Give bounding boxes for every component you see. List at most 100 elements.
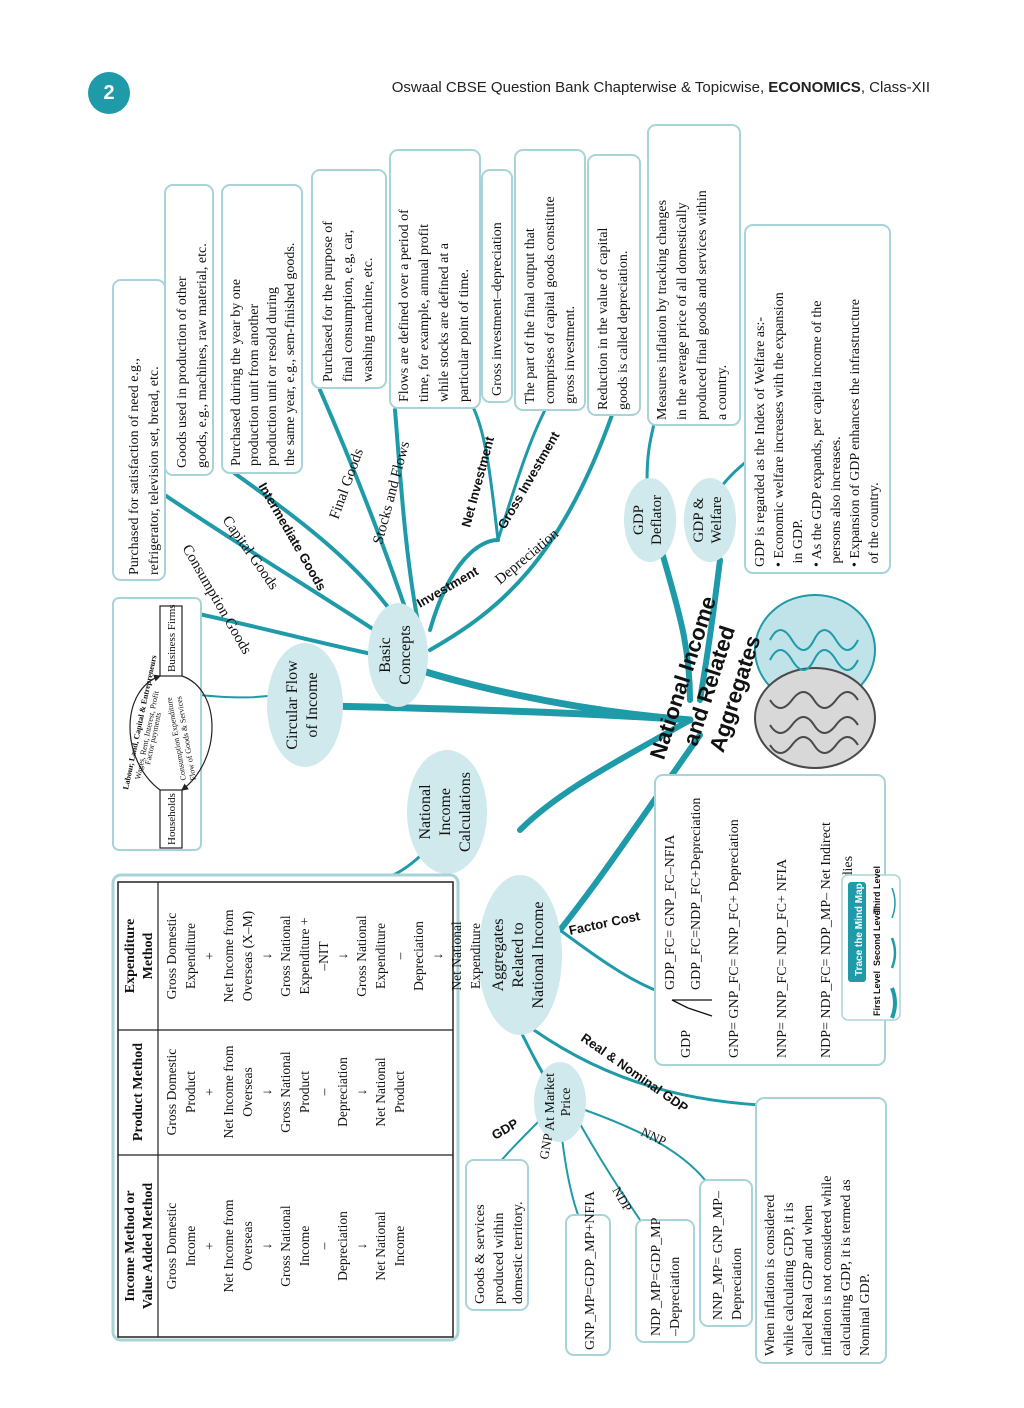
- table-cell: Expenditure: [468, 923, 483, 989]
- bubble-basic-concepts: [368, 603, 428, 707]
- fc-nnp: NNP= NNP_FC= NDP_FC+ NFIA: [775, 858, 790, 1058]
- table-column-2: Gross Domestic Expenditure + Net Income fro…: [164, 909, 483, 1002]
- table-cell: Product: [392, 1071, 407, 1113]
- table-cell: –NIT: [316, 941, 331, 972]
- table-cell: Product: [183, 1071, 198, 1113]
- legend-first-level: First Level: [872, 971, 882, 1016]
- table-cell: Income: [392, 1226, 407, 1266]
- header-prefix: Oswaal CBSE Question Bank Chapterwise & …: [391, 79, 769, 96]
- table-cell: ↓: [259, 1243, 274, 1250]
- def-consumption-goods: Purchased for satisfaction of need e.g.,…: [127, 358, 162, 575]
- label-investment: Investment: [414, 563, 482, 611]
- fc-gdp-line2: GDP_FC=NDP_FC+Depreciation: [689, 798, 704, 990]
- circular-flow-box: Households Business Firms Labour, Land, …: [112, 597, 213, 851]
- table-cell: Net National: [373, 1211, 388, 1281]
- table-cell: –: [316, 1242, 331, 1250]
- header-suffix: , Class-XII: [860, 79, 930, 96]
- definition-texts: Purchased for satisfaction of need e.g.,…: [127, 190, 882, 1356]
- table-cell: Net National: [373, 1057, 388, 1127]
- table-cell: Gross National: [278, 1051, 293, 1133]
- cf-business-firms: Business Firms: [166, 604, 178, 672]
- legend-third-level: Third Level: [872, 866, 882, 914]
- def-nnp-mp: NNP_MP= GNP_MP–Depreciation: [711, 1190, 745, 1320]
- table-cell: Gross Domestic: [164, 1049, 179, 1136]
- table-cell: +: [202, 1242, 217, 1250]
- table-cell: Gross National: [278, 1205, 293, 1287]
- label-depreciation: Depreciation: [492, 526, 562, 588]
- def-gdp-welfare: GDP is regarded as the Index of Welfare …: [753, 292, 882, 567]
- fc-ndp-line1: NDP= NDP_FC= NDP_MP– Net Indirect: [819, 822, 834, 1058]
- branch-gdp-deflator: [657, 542, 693, 703]
- table-cell: Overseas (X–M): [240, 911, 255, 1001]
- branch-calculations: [517, 717, 693, 833]
- main-title: National Income and Related Aggregates: [645, 593, 766, 762]
- table-cell: Income: [183, 1226, 198, 1266]
- branch-gdp-welfare: [697, 557, 723, 703]
- bubble-gdp-welfare: [684, 478, 736, 562]
- market-price-label: At MarketPrice: [543, 1073, 574, 1131]
- table-cell: Net Income from: [221, 1199, 236, 1292]
- table-cell: ↓: [354, 1243, 369, 1250]
- label-factor-cost: Factor Cost: [568, 908, 642, 938]
- bubble-market-price: [534, 1062, 586, 1142]
- legend: Trace the Mind Map First Level Second Le…: [841, 866, 901, 1021]
- page-header: Oswaal CBSE Question Bank Chapterwise & …: [392, 79, 930, 96]
- table-cell: –: [316, 1088, 331, 1096]
- table-cell: Depreciation: [335, 1211, 350, 1281]
- bubbles: [267, 478, 736, 1142]
- table-cell: Overseas: [240, 1221, 255, 1270]
- bubble-circular-flow: [267, 643, 343, 767]
- table-cell: Gross Domestic: [164, 1203, 179, 1290]
- branch-aggregates: [557, 732, 703, 933]
- label-capital-goods: Capital Goods: [219, 513, 282, 593]
- fc-gdp-label: GDP: [679, 1030, 694, 1058]
- table-cell: Expenditure: [373, 923, 388, 989]
- def-net-investment: Gross investment–depreciation: [490, 222, 505, 396]
- def-ndp-mp: NDP_MP=GDP_MP–Depreciation: [649, 1217, 683, 1337]
- table-cell: ↓: [354, 1089, 369, 1096]
- table-cell: Net Income from: [221, 1045, 236, 1138]
- bubble-gdp-deflator: [624, 478, 676, 562]
- table-cell: +: [202, 952, 217, 960]
- legend-second-level: Second Level: [872, 908, 882, 966]
- table-column-0: Gross Domestic Income + Net Income from Over…: [164, 1199, 407, 1292]
- table-cell: Income: [297, 1226, 312, 1266]
- table-cell: –: [392, 952, 407, 960]
- table-cell: Expenditure: [183, 923, 198, 989]
- table-header-product: Product Method: [131, 1043, 146, 1141]
- label-gnp: GNP: [536, 1132, 555, 1160]
- table-cell: Net Income from: [221, 909, 236, 1002]
- branch-circular-flow: [321, 702, 694, 724]
- table-cell: +: [202, 1088, 217, 1096]
- brain-illustration: [754, 594, 876, 769]
- table-cell: Gross Domestic: [164, 913, 179, 1000]
- table-cell: Gross National: [354, 915, 369, 997]
- table-cell: Overseas: [240, 1067, 255, 1116]
- gdp-welfare-label: GDP &Welfare: [691, 496, 725, 543]
- header-subject: ECONOMICS: [768, 79, 861, 96]
- table-cell: ↓: [259, 953, 274, 960]
- factor-cost-formulas: GDP GDP_FC= GNP_FC–NFIA GDP_FC=NDP_FC+De…: [663, 798, 856, 1058]
- table-column-1: Gross Domestic Product + Net Income from Ove…: [164, 1045, 407, 1138]
- legend-title: Trace the Mind Map: [854, 883, 865, 976]
- table-cell: Net National: [449, 921, 464, 991]
- table-cell: Expenditure +: [297, 918, 312, 995]
- bubble-calculations: [407, 750, 487, 874]
- page-number: 2: [88, 72, 130, 114]
